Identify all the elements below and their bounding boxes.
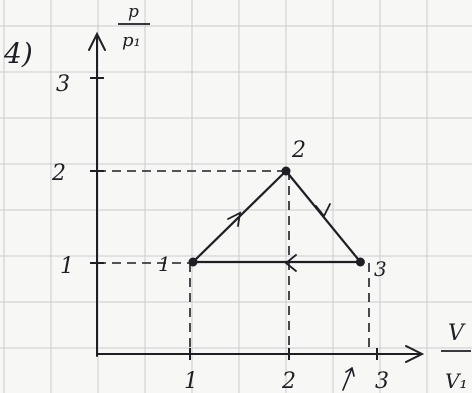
y-axis-label-denominator: p₁	[122, 30, 141, 51]
x-tick-label-2: 2	[281, 369, 296, 393]
point-label-1: 1	[158, 252, 171, 276]
process-segment-2	[284, 169, 362, 264]
state-points	[188, 166, 365, 267]
x-tick-label-3: 3	[375, 369, 389, 393]
arrow-2-to-3-icon	[315, 203, 331, 218]
arrow-1-to-2-icon	[227, 211, 242, 227]
state-point-1	[188, 257, 198, 267]
x-tick-label-1: 1	[184, 369, 198, 393]
point-label-2: 2	[291, 138, 306, 163]
x-axis-arrow-icon	[405, 345, 425, 363]
x-axis-label-numerator: V	[448, 321, 466, 346]
state-point-3	[355, 257, 365, 267]
process-path	[191, 169, 362, 264]
problem-label: 4)	[3, 37, 33, 70]
arrow-3-to-1-icon	[284, 254, 297, 272]
pointer-mark-icon	[342, 367, 355, 391]
y-tick-label-2: 2	[51, 161, 66, 186]
state-point-2	[281, 166, 291, 176]
y-tick-label-3: 3	[56, 72, 70, 97]
x-axis-label-denominator: V₁	[445, 369, 467, 393]
y-tick-label-1: 1	[60, 254, 74, 279]
y-axis-label-numerator: p	[128, 2, 139, 22]
point-label-3: 3	[374, 257, 387, 281]
y-axis-arrow-icon	[88, 31, 106, 51]
